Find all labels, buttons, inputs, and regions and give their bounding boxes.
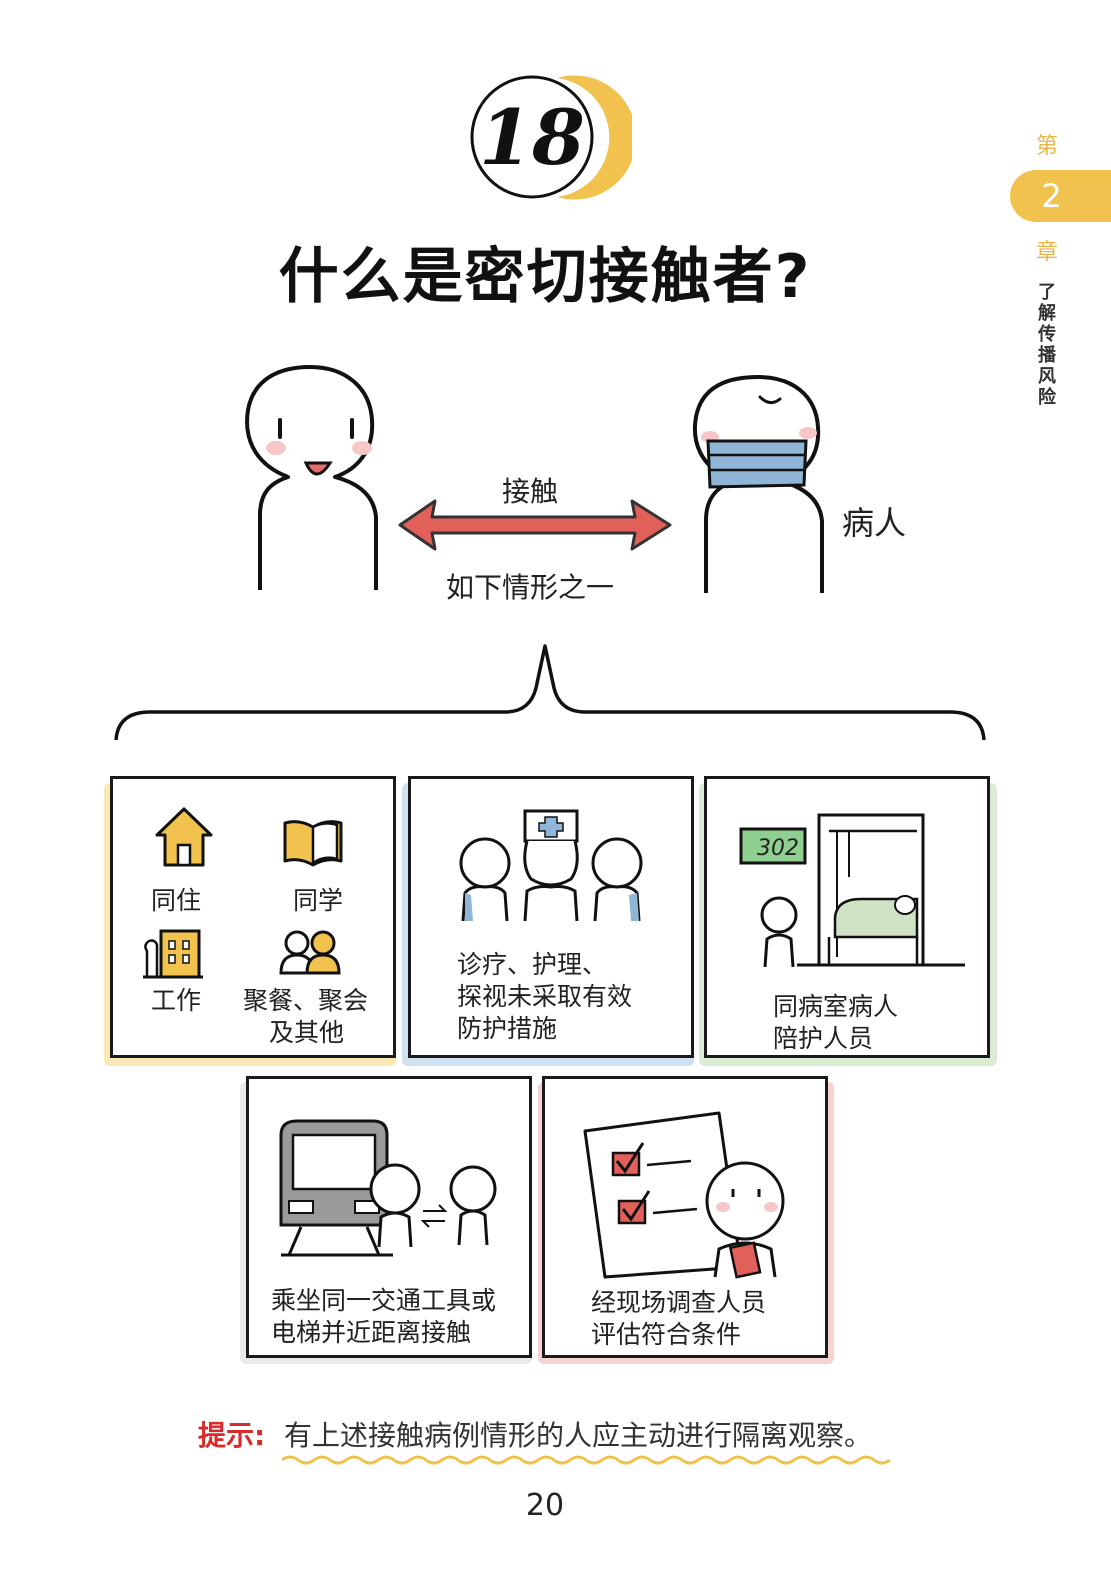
badge-number: 18 <box>479 93 585 182</box>
medical-line2: 探视未采取有效 <box>457 982 633 1011</box>
medical-staff-icon <box>459 809 643 922</box>
hospital-line2: 陪护人员 <box>773 1024 874 1053</box>
wavy-underline <box>282 1455 891 1465</box>
tip-text: 有上述接触病例情形的人应主动进行隔离观察。 <box>284 1419 873 1452</box>
house-icon <box>155 807 213 867</box>
medical-line3: 防护措施 <box>457 1014 558 1043</box>
label-live-together: 同住 <box>151 886 202 915</box>
hospital-room-icon <box>739 813 965 968</box>
group-people-icon <box>279 930 341 975</box>
chapter-subtitle: 了解传播风险 <box>1038 282 1056 408</box>
label-classmates: 同学 <box>293 886 344 915</box>
contact-label: 接触 <box>501 475 558 508</box>
chapter-number: 2 <box>1041 177 1062 215</box>
number-badge: 18 <box>462 75 637 200</box>
office-building-icon <box>143 929 203 979</box>
investigation-line2: 评估符合条件 <box>591 1320 742 1349</box>
transport-line1: 乘坐同一交通工具或 <box>271 1286 497 1315</box>
condition-label: 如下情形之一 <box>445 571 614 604</box>
sick-person-figure <box>692 375 824 593</box>
label-gathering-line1: 聚餐、聚会 <box>243 986 369 1015</box>
curly-brace <box>114 644 986 741</box>
checklist-assessment-icon <box>583 1111 785 1279</box>
tip-label: 提示: <box>198 1419 266 1452</box>
book-icon <box>283 820 343 867</box>
hospital-line1: 同病室病人 <box>773 992 899 1021</box>
chapter-prefix: 第 <box>1035 134 1058 159</box>
panel-household-study-work: 同住 同学 工作 聚餐、聚会 及其他 <box>110 776 396 1058</box>
page-title: 什么是密切接触者? <box>278 242 812 312</box>
chapter-tab: 2 <box>1010 170 1111 222</box>
train-elevator-icon <box>279 1119 497 1257</box>
page-number: 20 <box>525 1488 565 1523</box>
room-number: 302 <box>757 836 799 861</box>
label-work: 工作 <box>151 986 202 1015</box>
panel-investigation: 经现场调查人员 评估符合条件 <box>542 1076 828 1358</box>
panel-transport: 乘坐同一交通工具或 电梯并近距离接触 <box>246 1076 532 1358</box>
sick-person-label: 病人 <box>842 504 907 542</box>
person-figure-left <box>245 365 378 590</box>
investigation-line1: 经现场调查人员 <box>591 1288 767 1317</box>
medical-line1: 诊疗、护理、 <box>457 950 608 979</box>
transport-line2: 电梯并近距离接触 <box>271 1318 472 1347</box>
panel-hospital-room: 302 同病室病人 陪护人员 <box>704 776 990 1058</box>
moon-badge-shape <box>470 75 637 200</box>
chapter-suffix: 章 <box>1035 240 1058 265</box>
contact-double-arrow <box>398 499 672 551</box>
panel-medical-care: 诊疗、护理、 探视未采取有效 防护措施 <box>408 776 694 1058</box>
label-gathering-line2: 及其他 <box>269 1018 345 1047</box>
